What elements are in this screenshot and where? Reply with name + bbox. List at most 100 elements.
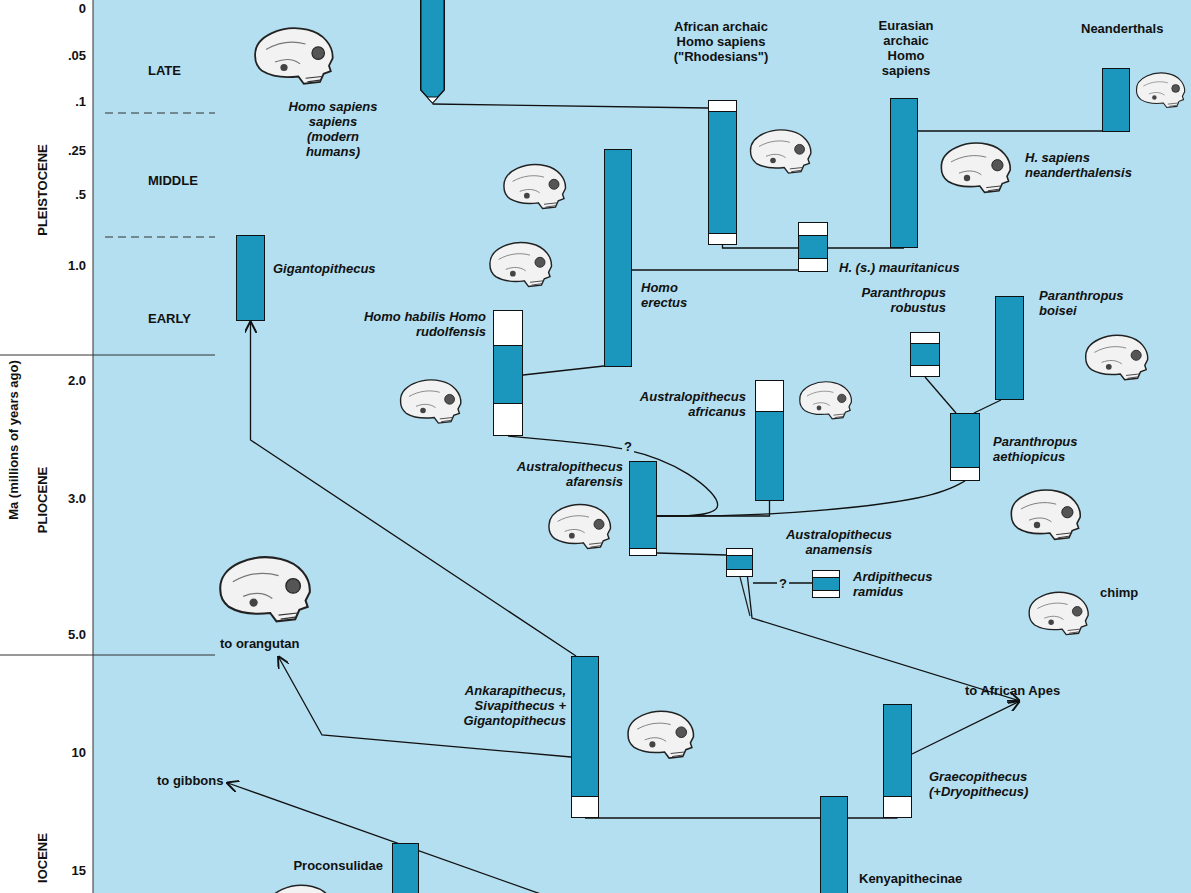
- taxon-name: Gigantopithecus: [273, 261, 376, 276]
- arrow-target: to gibbons: [157, 773, 223, 788]
- taxon-name: Paranthropus boisei: [1039, 288, 1149, 318]
- skull-drawing: [800, 382, 852, 419]
- skull-drawing: [255, 28, 333, 83]
- taxon-name: Paranthropus robustus: [831, 285, 946, 315]
- skull-drawing: [1029, 592, 1088, 634]
- bar-cap: [727, 549, 752, 556]
- lineage-line: [278, 656, 571, 757]
- period-name: IOCENE: [35, 833, 50, 883]
- lineage-line: [925, 377, 956, 413]
- taxon-name: Paranthropus aethiopicus: [993, 434, 1103, 464]
- taxon-name: Graecopithecus (+Dryopithecus): [929, 769, 1049, 799]
- arrow-target-text: to gibbons: [157, 773, 223, 788]
- taxon-bar: Homo sapiens sapiens (modern humans): [420, 0, 445, 104]
- axis-title: Ma (millions of years ago): [6, 360, 21, 520]
- ground: [93, 0, 1191, 893]
- taxon-bar: Kenyapithecinae: [820, 796, 848, 893]
- taxon-bar: Paranthropus robustus: [910, 332, 940, 377]
- lineage-line: [723, 245, 799, 248]
- taxon-bar: H. (s.) mauritanicus: [798, 222, 828, 272]
- taxon-bar: African archaic Homo sapiens ("Rhodesian…: [708, 100, 737, 245]
- skull-label: H. sapiens neanderthalensis: [1025, 150, 1155, 180]
- axis-tick: 5.0: [68, 627, 86, 642]
- axis-tick: 10: [72, 745, 86, 760]
- taxon-name: Ardipithecus ramidus: [853, 569, 953, 599]
- taxon-name: Australopithecus anamensis: [759, 527, 919, 557]
- taxon-name: Australopithecus afarensis: [473, 459, 623, 489]
- skull-drawing: [1136, 73, 1184, 107]
- axis-tick: .1: [75, 94, 86, 109]
- bar-cap: [813, 571, 839, 578]
- arrow-target-text: to African Apes: [965, 683, 1060, 698]
- period-name: LATE: [148, 63, 181, 78]
- jaw-drawing: [628, 711, 693, 758]
- lineage-line: [632, 269, 798, 270]
- taxon-bar: Eurasian archaic Homo sapiens: [890, 98, 918, 248]
- bar-cap: [799, 223, 827, 236]
- bar-shape: [421, 0, 445, 103]
- taxon-bar: Australopithecus anamensis: [726, 548, 753, 577]
- epoch-divider: [0, 355, 215, 356]
- sub-epoch-divider: [105, 237, 215, 238]
- taxon-name: Australopithecus africanus: [596, 389, 746, 419]
- lineage-line: [912, 701, 1020, 754]
- taxon-name: Eurasian archaic Homo sapiens: [868, 18, 944, 78]
- bar-cap: [799, 258, 827, 271]
- lineage-line: [974, 400, 1001, 413]
- taxon-name: Ankarapithecus, Sivapithecus + Gigantopi…: [421, 683, 566, 728]
- taxon-bar: Ardipithecus ramidus: [812, 570, 840, 598]
- lineage-line: [657, 501, 770, 516]
- bar-cap: [756, 381, 783, 412]
- taxon-name: H. (s.) mauritanicus: [839, 260, 960, 275]
- skull-drawing: [504, 165, 566, 209]
- skull-drawing: [401, 380, 461, 423]
- bar-cap: [494, 403, 522, 435]
- bar-cap: [427, 97, 438, 103]
- taxon-name: Homo habilis Homo rudolfensis: [362, 309, 486, 339]
- axis-line: [93, 0, 94, 893]
- edge-label: ?: [777, 576, 789, 591]
- axis-tick: 0: [79, 1, 86, 16]
- sub-epoch-divider: [105, 113, 215, 114]
- taxon-name: Proconsulidae: [253, 858, 383, 873]
- period-name: EARLY: [148, 311, 191, 326]
- arrow-target-text: to orangutan: [220, 636, 299, 651]
- taxon-bar: Neanderthals: [1102, 68, 1130, 132]
- bar-cap: [884, 796, 911, 817]
- taxon-name: Homo erectus: [641, 280, 711, 310]
- skull-label: chimp: [1100, 585, 1138, 600]
- lineage-line: [251, 321, 577, 656]
- lineage-line: [657, 553, 726, 555]
- lineage-line: [523, 366, 604, 375]
- skull-drawing: [268, 885, 333, 893]
- axis-tick: 1.0: [68, 258, 86, 273]
- bar-cap: [727, 569, 752, 576]
- taxon-name: Neanderthals: [1081, 21, 1163, 36]
- taxon-name: African archaic Homo sapiens ("Rhodesian…: [671, 19, 771, 64]
- taxon-bar: Homo erectus: [604, 149, 632, 367]
- taxon-bar: Australopithecus afarensis: [629, 461, 657, 556]
- axis-tick: 15: [72, 863, 86, 878]
- pointed-bar: [420, 0, 445, 104]
- taxon-bar: Proconsulidae: [392, 843, 419, 893]
- lineage-line: [585, 817, 820, 818]
- taxon-bar: Paranthropus aethiopicus: [950, 413, 980, 481]
- bar-cap: [813, 590, 839, 597]
- taxon-bar: Graecopithecus (+Dryopithecus): [883, 704, 912, 818]
- period-name: PLIOCENE: [35, 467, 50, 533]
- skull-drawing: [549, 505, 611, 549]
- bar-cap: [709, 101, 736, 112]
- lineage-line: [433, 104, 709, 108]
- taxon-bar: Gigantopithecus: [236, 235, 265, 321]
- bar-cap: [494, 311, 522, 346]
- bar-cap: [709, 233, 736, 244]
- lineage-line: [918, 130, 1102, 131]
- taxon-bar: Ankarapithecus, Sivapithecus + Gigantopi…: [571, 656, 599, 818]
- lineage-line: [657, 481, 965, 516]
- skull-drawing: [751, 130, 811, 173]
- skull-drawing: [220, 557, 310, 621]
- bar-cap: [911, 333, 939, 344]
- skull-drawing: [1086, 335, 1148, 379]
- bar-cap: [630, 548, 656, 555]
